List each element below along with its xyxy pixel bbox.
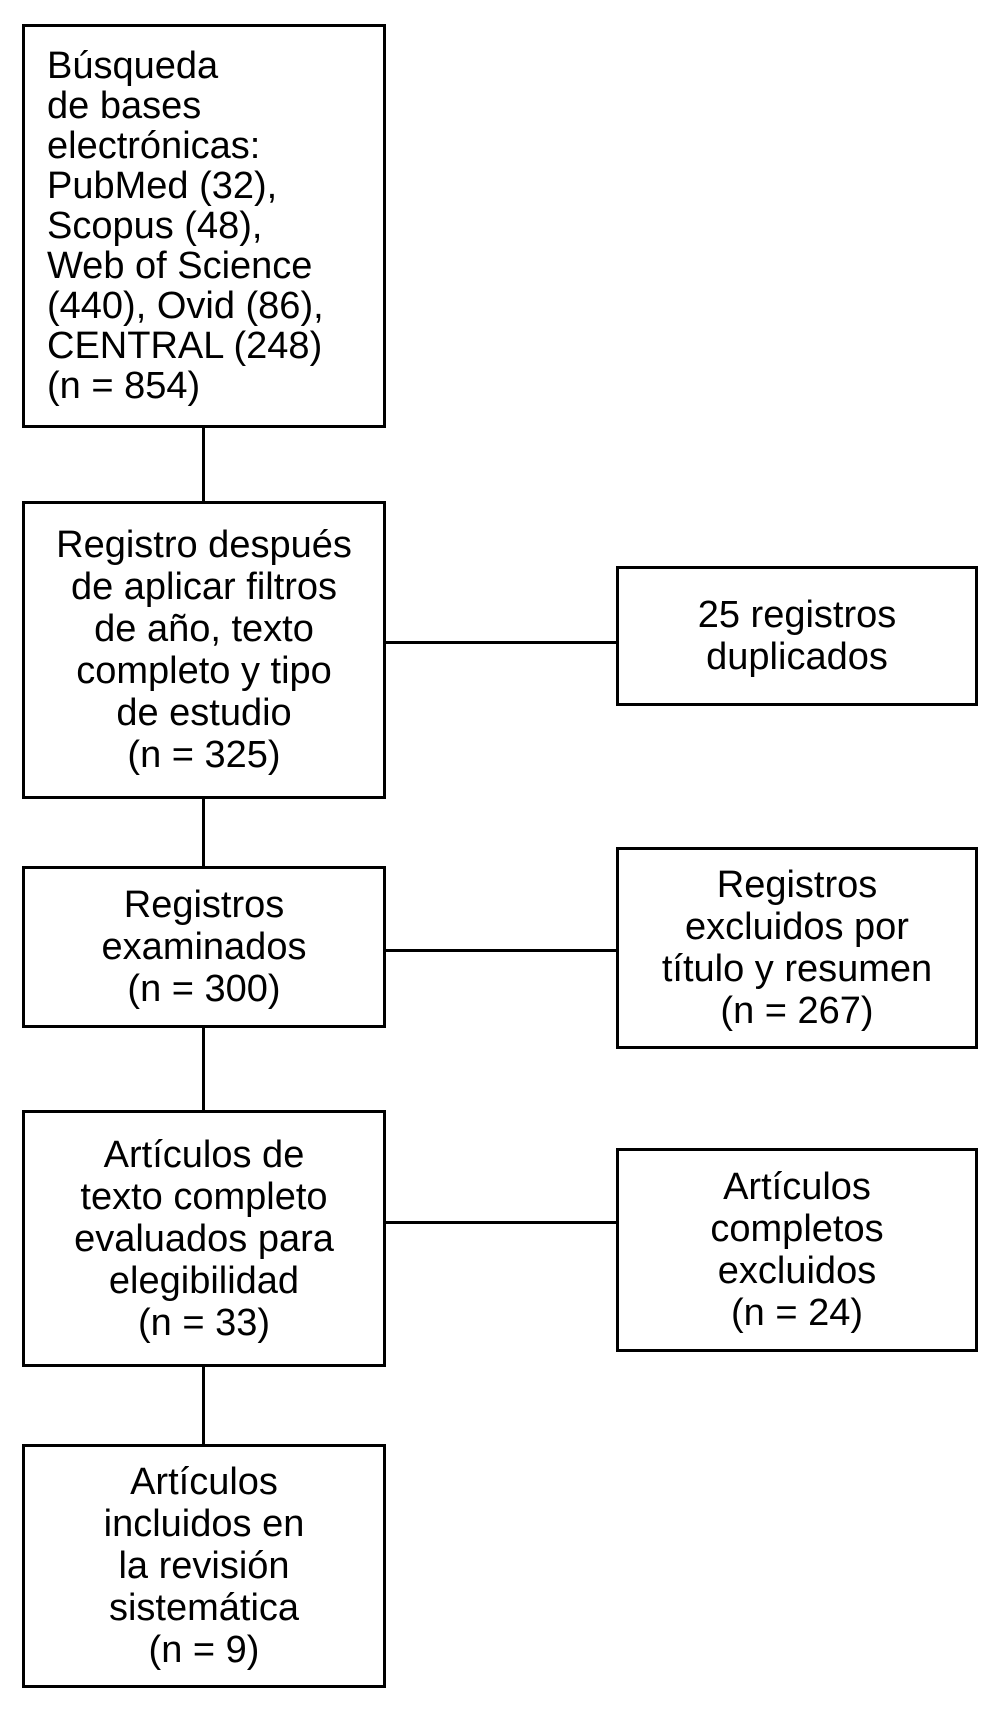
box-records-screened-text: Registros examinados (n = 300) bbox=[101, 884, 307, 1010]
connector-filters-to-duplicates bbox=[386, 641, 616, 644]
box-duplicates-removed-text: 25 registros duplicados bbox=[697, 594, 897, 678]
connector-search-to-filters bbox=[202, 428, 205, 501]
connector-filters-to-screened bbox=[202, 799, 205, 866]
box-included-studies: Artículos incluidos en la revisión siste… bbox=[22, 1444, 386, 1688]
connector-eligibility-to-included bbox=[202, 1367, 205, 1444]
connector-eligibility-to-excluded bbox=[386, 1221, 616, 1224]
connector-screened-to-eligibility bbox=[202, 1028, 205, 1110]
box-fulltext-assessed-text: Artículos de texto completo evaluados pa… bbox=[74, 1133, 334, 1344]
box-database-search: Búsqueda de bases electrónicas: PubMed (… bbox=[22, 24, 386, 428]
box-excluded-title-abstract: Registros excluidos por título y resumen… bbox=[616, 847, 978, 1049]
box-fulltext-excluded: Artículos completos excluidos (n = 24) bbox=[616, 1148, 978, 1352]
box-fulltext-assessed: Artículos de texto completo evaluados pa… bbox=[22, 1110, 386, 1367]
connector-screened-to-excluded bbox=[386, 949, 616, 952]
box-database-search-text: Búsqueda de bases electrónicas: PubMed (… bbox=[47, 45, 324, 407]
box-duplicates-removed: 25 registros duplicados bbox=[616, 566, 978, 706]
box-records-after-filters-text: Registro después de aplicar filtros de a… bbox=[56, 524, 352, 776]
box-included-studies-text: Artículos incluidos en la revisión siste… bbox=[103, 1461, 305, 1671]
box-records-screened: Registros examinados (n = 300) bbox=[22, 866, 386, 1028]
box-records-after-filters: Registro después de aplicar filtros de a… bbox=[22, 501, 386, 799]
box-excluded-title-abstract-text: Registros excluidos por título y resumen… bbox=[661, 864, 933, 1032]
box-fulltext-excluded-text: Artículos completos excluidos (n = 24) bbox=[710, 1166, 884, 1334]
